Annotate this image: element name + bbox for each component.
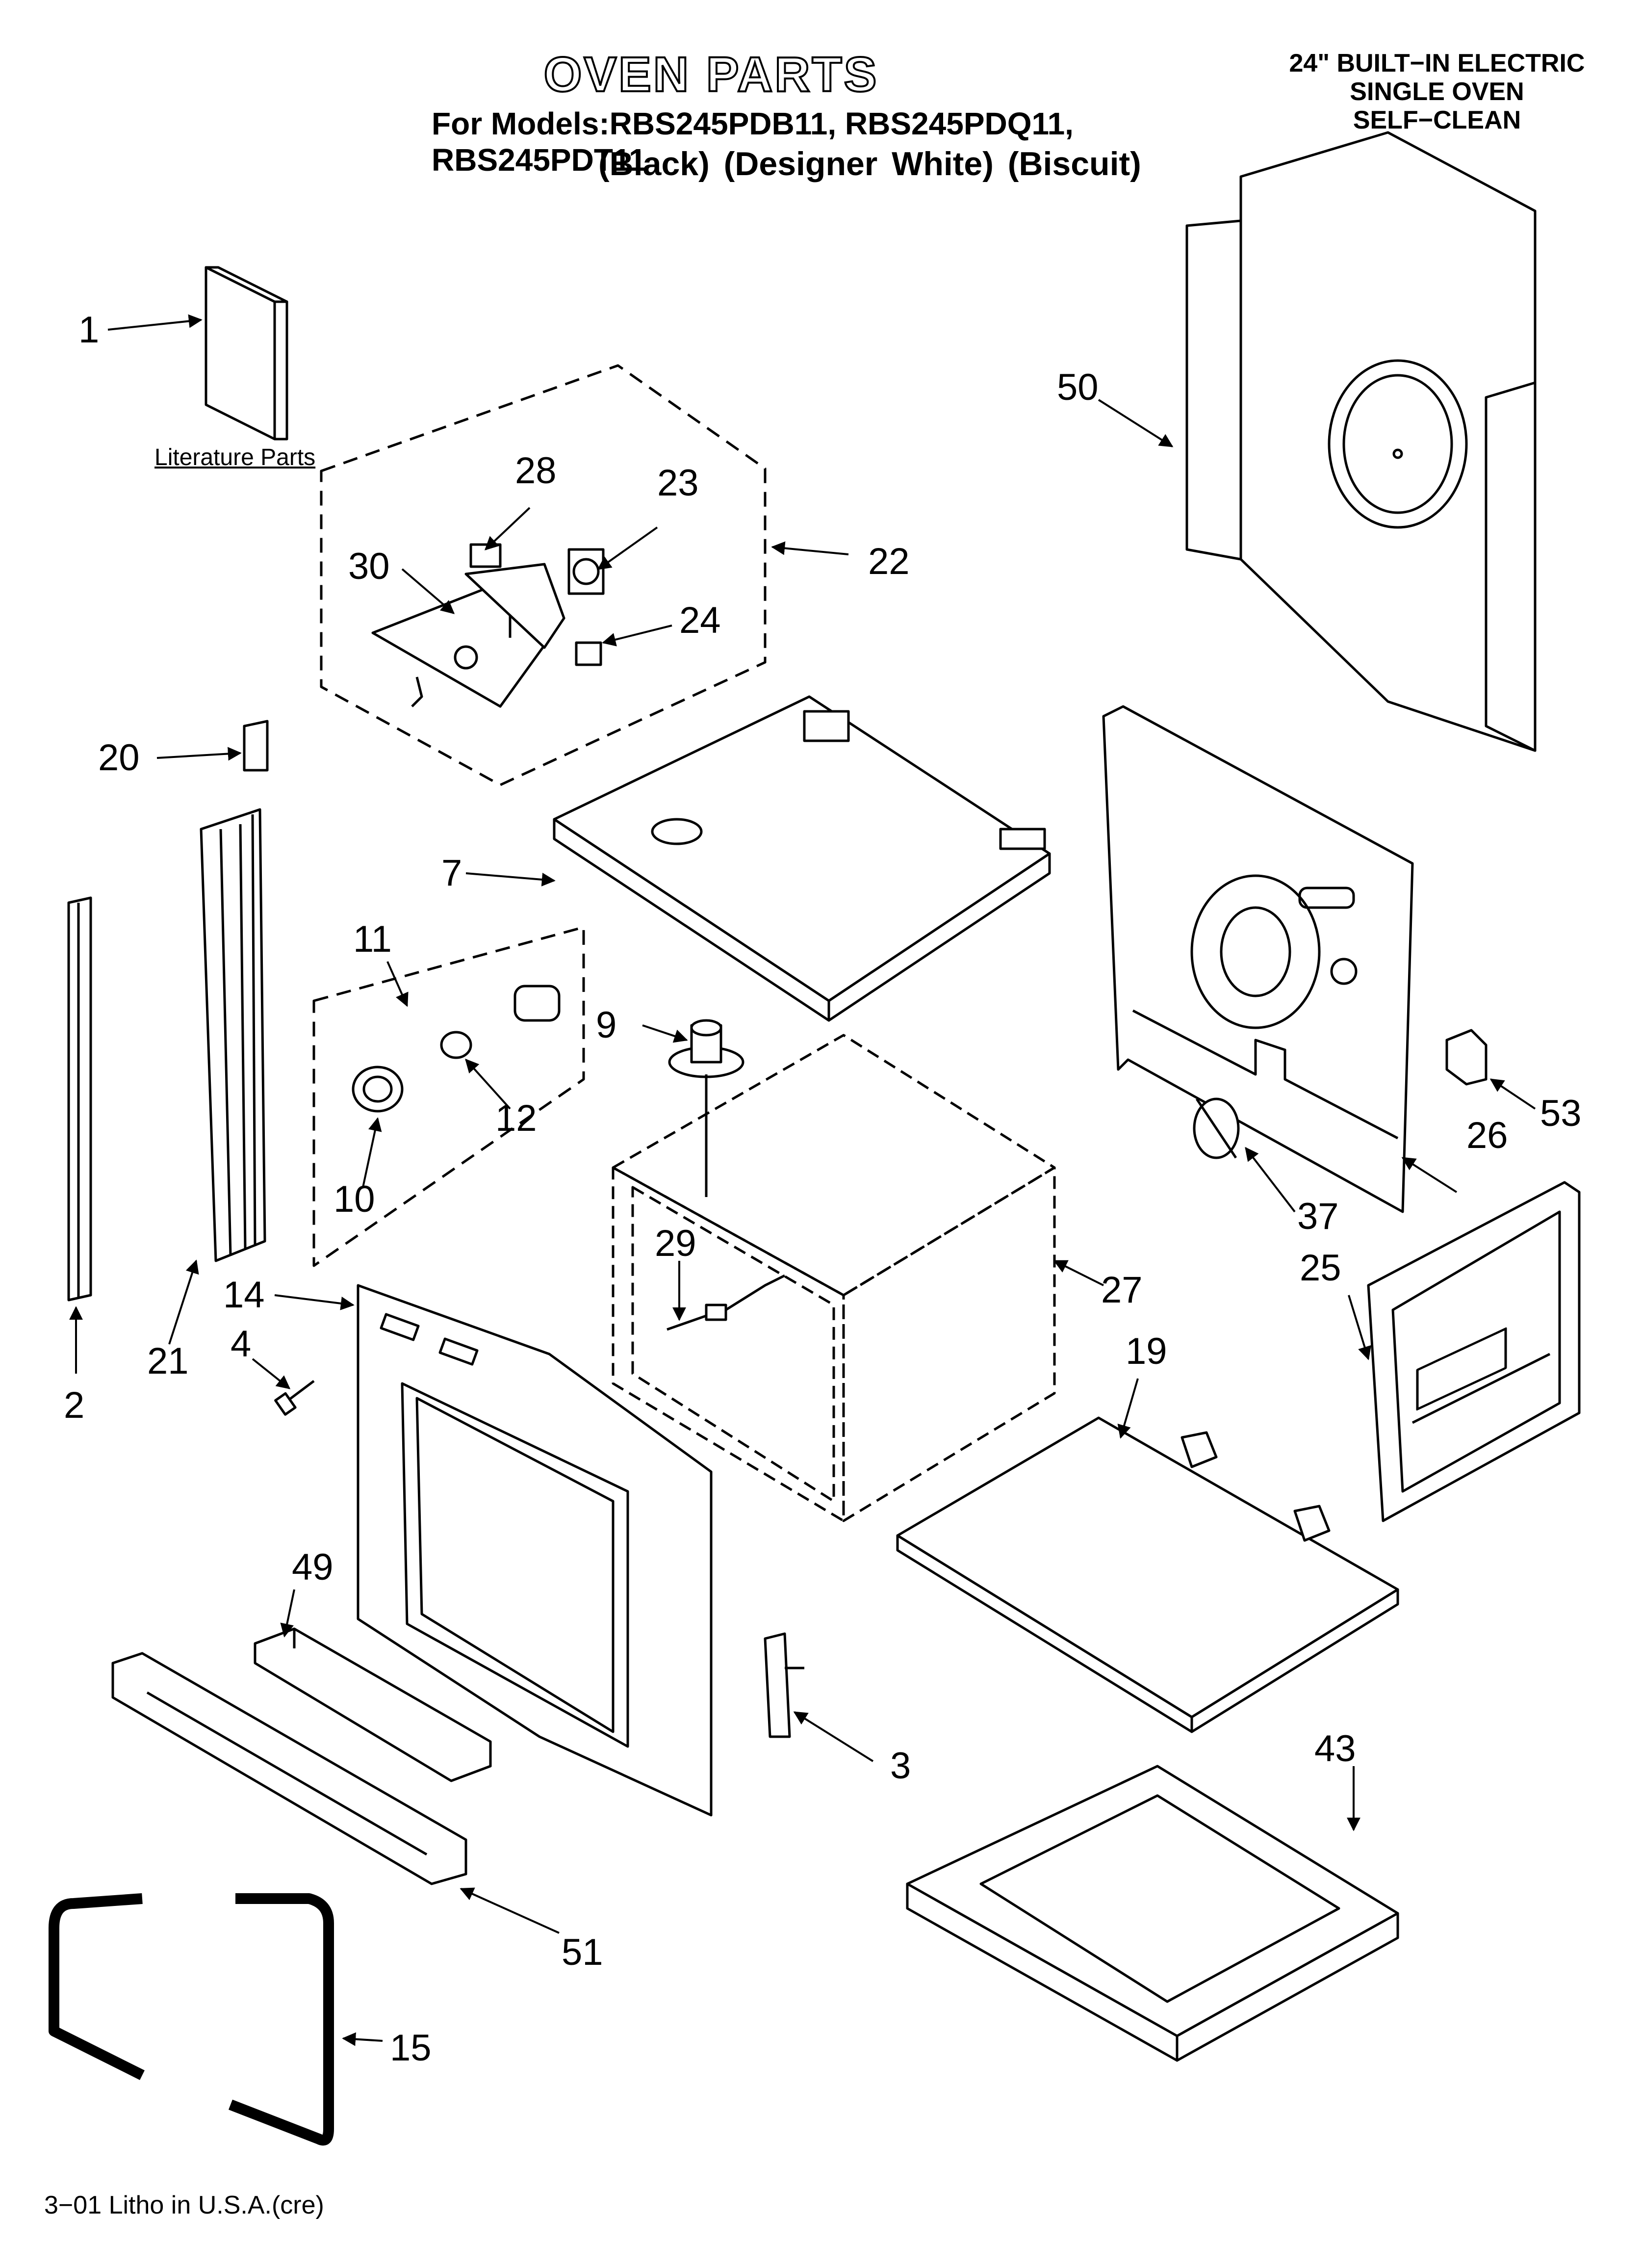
knob-kit-dashed-box (312, 926, 585, 1267)
side-panel-part (1367, 1181, 1581, 1522)
hinge-part (764, 1632, 804, 1738)
callout-43: 43 (1314, 1728, 1356, 1770)
control-assembly-part (371, 543, 605, 708)
callout-22: 22 (868, 541, 910, 582)
rear-wall-part (1102, 705, 1414, 1213)
screw-part (274, 1380, 315, 1416)
appliance-type-line-2: SINGLE OVEN (1350, 78, 1524, 106)
callout-3: 3 (890, 1745, 911, 1787)
appliance-type-line-1: 24" BUILT−IN ELECTRIC (1289, 49, 1585, 78)
callout-37: 37 (1297, 1196, 1339, 1237)
vent-trim-part (111, 1652, 467, 1885)
model-list: For Models:RBS245PDB11, RBS245PDQ11, RBS… (432, 106, 1074, 178)
callout-25: 25 (1300, 1247, 1341, 1289)
callout-29: 29 (655, 1223, 696, 1264)
fan-blade-part (1193, 1097, 1240, 1159)
bottom-tray-part (896, 1416, 1399, 1733)
knob-parts (352, 985, 561, 1113)
small-bracket-part (1445, 1029, 1488, 1086)
front-frame-part (357, 1284, 713, 1817)
callout-19: 19 (1126, 1330, 1167, 1372)
callout-15: 15 (390, 2027, 432, 2069)
blower-part (668, 1019, 744, 1197)
callout-27: 27 (1101, 1269, 1143, 1311)
callout-14: 14 (223, 1274, 265, 1316)
callout-4: 4 (231, 1323, 251, 1365)
color-variants: (Black) (Designer White) (Biscuit) (598, 145, 1141, 182)
lower-frame-part (906, 1765, 1399, 2062)
callout-1: 1 (78, 309, 99, 351)
rear-panel-part (1185, 131, 1537, 752)
side-vent-channel-part (200, 808, 266, 1262)
temperature-sensor-part (667, 1274, 786, 1331)
callout-7: 7 (441, 852, 462, 894)
callout-24: 24 (679, 600, 721, 641)
callout-53: 53 (1540, 1093, 1582, 1134)
callout-10: 10 (334, 1178, 375, 1220)
callout-11: 11 (353, 918, 392, 960)
callout-49: 49 (292, 1546, 334, 1588)
callout-2: 2 (64, 1384, 84, 1426)
callout-21: 21 (147, 1340, 189, 1382)
callout-23: 23 (657, 462, 699, 504)
literature-booklet-part (205, 266, 288, 441)
callout-50: 50 (1057, 366, 1099, 408)
control-assembly-dashed-box (320, 364, 767, 786)
top-panel-part (553, 695, 1051, 1022)
door-gasket-part (49, 1893, 334, 2146)
vertical-trim-strip-part (67, 896, 92, 1302)
litho-footer: 3−01 Litho in U.S.A.(cre) (44, 2191, 324, 2219)
callout-26: 26 (1466, 1115, 1508, 1156)
callout-51: 51 (562, 1931, 603, 1973)
clip-part (243, 720, 269, 772)
vent-duct-part (254, 1627, 492, 1782)
callout-30: 30 (348, 546, 390, 587)
literature-parts-label: Literature Parts (154, 444, 316, 470)
page-title: OVEN PARTS (543, 46, 879, 103)
appliance-type-line-3: SELF−CLEAN (1353, 106, 1521, 134)
appliance-type: 24" BUILT−IN ELECTRIC SINGLE OVEN SELF−C… (1265, 49, 1609, 134)
callout-9: 9 (596, 1004, 616, 1046)
callout-labels: 1 2 3 4 7 9 10 11 12 14 15 19 20 21 22 2… (64, 309, 1582, 2069)
oven-cavity-dashed-part (612, 1034, 1056, 1522)
callout-28: 28 (515, 450, 557, 492)
callout-20: 20 (98, 737, 140, 779)
callout-12: 12 (495, 1097, 537, 1139)
